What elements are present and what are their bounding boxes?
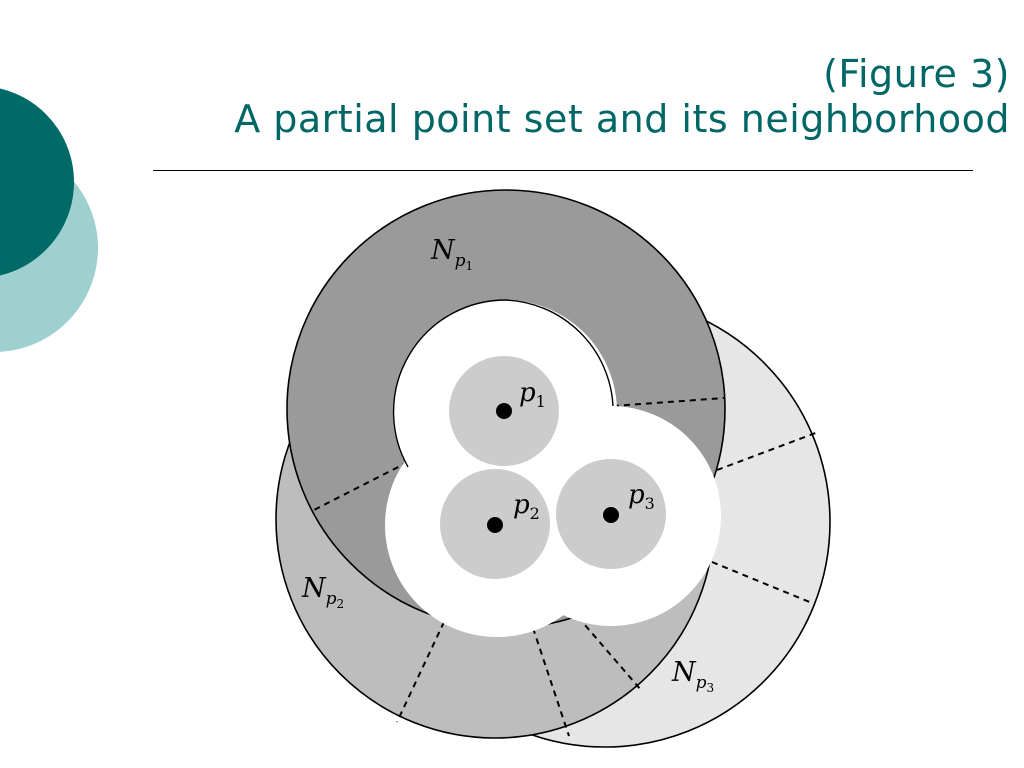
point-marker-p2	[487, 517, 503, 533]
neighborhood-label-p2: Np2	[301, 573, 344, 611]
segment-divider	[577, 616, 642, 691]
neighborhood-label-p3: Np3	[671, 657, 714, 695]
hole-outline	[392, 299, 614, 468]
neighborhood-rings	[275, 189, 831, 748]
neighborhood-label-p1: Np1	[430, 235, 473, 273]
segment-divider	[396, 621, 445, 723]
hole-edge	[504, 299, 614, 407]
point-label-p3: p3	[628, 480, 655, 513]
point-marker-p1	[496, 403, 512, 419]
point-marker-p3	[603, 507, 619, 523]
point-label-p1: p1	[519, 378, 546, 411]
figure-title: A partial point set and its neighborhood	[234, 97, 1010, 141]
figure-label: (Figure 3)	[823, 52, 1010, 96]
segment-divider	[612, 397, 725, 407]
hole-edge	[392, 299, 506, 468]
segment-divider	[309, 461, 409, 513]
decor-circle-dark	[0, 88, 74, 276]
slide-title: (Figure 3) A partial point set and its n…	[234, 52, 1010, 142]
point-label-p2: p2	[513, 490, 540, 523]
segment-divider	[532, 627, 570, 737]
slide-decoration	[0, 88, 98, 352]
segment-divider	[711, 561, 813, 604]
segment-divider	[716, 431, 819, 471]
title-underline	[153, 170, 973, 171]
